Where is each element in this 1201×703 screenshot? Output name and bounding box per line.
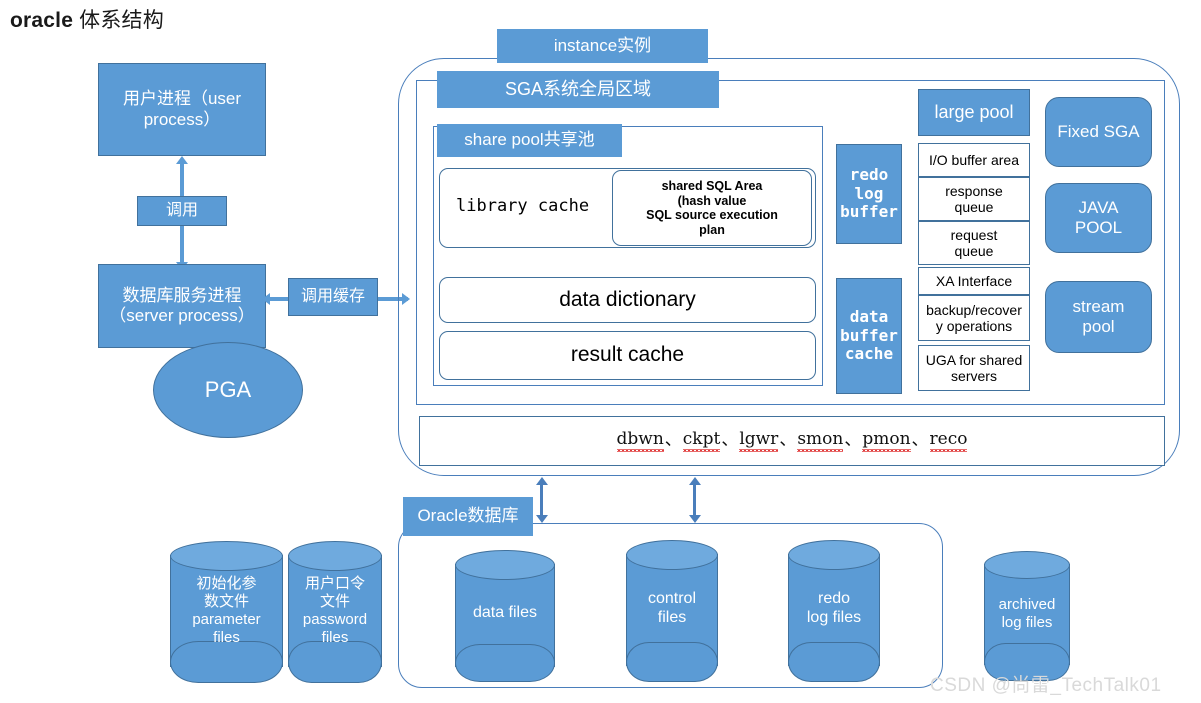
result-cache-box[interactable]: result cache: [439, 331, 816, 380]
page-title: oracle 体系结构: [10, 4, 164, 34]
call-cache-arrow-head-right: [402, 293, 410, 305]
large-pool-item-xa-interface[interactable]: XA Interface: [918, 267, 1030, 295]
stream-pool-box[interactable]: stream pool: [1045, 281, 1152, 353]
password-files-cylinder[interactable]: 用户口令 文件 password files: [288, 541, 382, 683]
background-process-lgwr: lgwr: [739, 429, 779, 452]
user-process-box[interactable]: 用户进程（user process）: [98, 63, 266, 156]
process-separator: 、: [721, 430, 739, 451]
parameter-files-cylinder[interactable]: 初始化参 数文件 parameter files: [170, 541, 283, 683]
share-pool-label[interactable]: share pool共享池: [437, 124, 622, 157]
process-separator: 、: [911, 430, 929, 451]
background-process-reco: reco: [929, 429, 968, 452]
pga-ellipse[interactable]: PGA: [153, 342, 303, 438]
data-files-cylinder[interactable]: data files: [455, 550, 555, 682]
data-buffer-cache-box[interactable]: data buffer cache: [836, 278, 902, 394]
call-cache-arrow-head-left: [262, 293, 270, 305]
fixed-sga-box[interactable]: Fixed SGA: [1045, 97, 1152, 167]
process-separator: 、: [844, 430, 862, 451]
redo-log-files-cylinder[interactable]: redo log files: [788, 540, 880, 682]
sga-label[interactable]: SGA系统全局区域: [437, 71, 719, 108]
database-label[interactable]: Oracle数据库: [403, 497, 533, 536]
control-files-label: control files: [647, 590, 697, 627]
call-cache-label-box[interactable]: 调用缓存: [288, 278, 378, 316]
instance-db-arrow-head-up-2: [689, 477, 701, 485]
process-separator: 、: [779, 430, 797, 451]
password-files-label: 用户口令 文件 password files: [302, 575, 368, 646]
instance-db-arrow-line-2: [693, 484, 696, 516]
redo-log-buffer-box[interactable]: redo log buffer: [836, 144, 902, 244]
background-process-dbwn: dbwn: [616, 429, 664, 452]
redo-log-files-label: redo log files: [806, 590, 862, 627]
instance-container: [398, 58, 1180, 476]
java-pool-box[interactable]: JAVA POOL: [1045, 183, 1152, 253]
database-container: [398, 523, 943, 688]
large-pool-item-request-queue[interactable]: request queue: [918, 221, 1030, 265]
server-process-box[interactable]: 数据库服务进程 （server process）: [98, 264, 266, 348]
parameter-files-label: 初始化参 数文件 parameter files: [192, 575, 261, 646]
library-cache-label: library cache: [456, 196, 590, 216]
archived-log-files-cylinder[interactable]: archived log files: [984, 551, 1070, 681]
data-files-label: data files: [472, 604, 538, 621]
watermark: CSDN @尚雷_TechTalk01: [930, 675, 1162, 696]
call-label-box[interactable]: 调用: [137, 196, 227, 226]
control-files-cylinder[interactable]: control files: [626, 540, 718, 682]
instance-db-arrow-head-up-1: [536, 477, 548, 485]
shared-sql-area-box[interactable]: shared SQL Area (hash value SQL source e…: [612, 170, 812, 246]
large-pool-item-backup-recovery[interactable]: backup/recover y operations: [918, 295, 1030, 341]
large-pool-item-uga-shared-servers[interactable]: UGA for shared servers: [918, 345, 1030, 391]
page-title-cn: 体系结构: [73, 9, 164, 32]
instance-label[interactable]: instance实例: [497, 29, 708, 63]
background-process-smon: smon: [797, 429, 844, 452]
data-dictionary-box[interactable]: data dictionary: [439, 277, 816, 323]
background-processes-box[interactable]: dbwn、ckpt、lgwr、smon、pmon、reco: [419, 416, 1165, 466]
instance-db-arrow-head-down-2: [689, 515, 701, 523]
large-pool-item-response-queue[interactable]: response queue: [918, 177, 1030, 221]
call-arrow-head-up: [176, 156, 188, 164]
page-title-en: oracle: [10, 9, 74, 32]
sga-container: [416, 80, 1165, 405]
share-pool-container: [433, 126, 823, 386]
background-process-ckpt: ckpt: [682, 429, 721, 452]
background-process-pmon: pmon: [862, 429, 911, 452]
archived-log-files-label: archived log files: [998, 596, 1056, 631]
process-separator: 、: [664, 430, 682, 451]
instance-db-arrow-line-1: [540, 484, 543, 516]
large-pool-label[interactable]: large pool: [918, 89, 1030, 136]
background-processes-list: dbwn、ckpt、lgwr、smon、pmon、reco: [616, 429, 968, 452]
instance-db-arrow-head-down-1: [536, 515, 548, 523]
large-pool-item-io-buffer-area[interactable]: I/O buffer area: [918, 143, 1030, 177]
